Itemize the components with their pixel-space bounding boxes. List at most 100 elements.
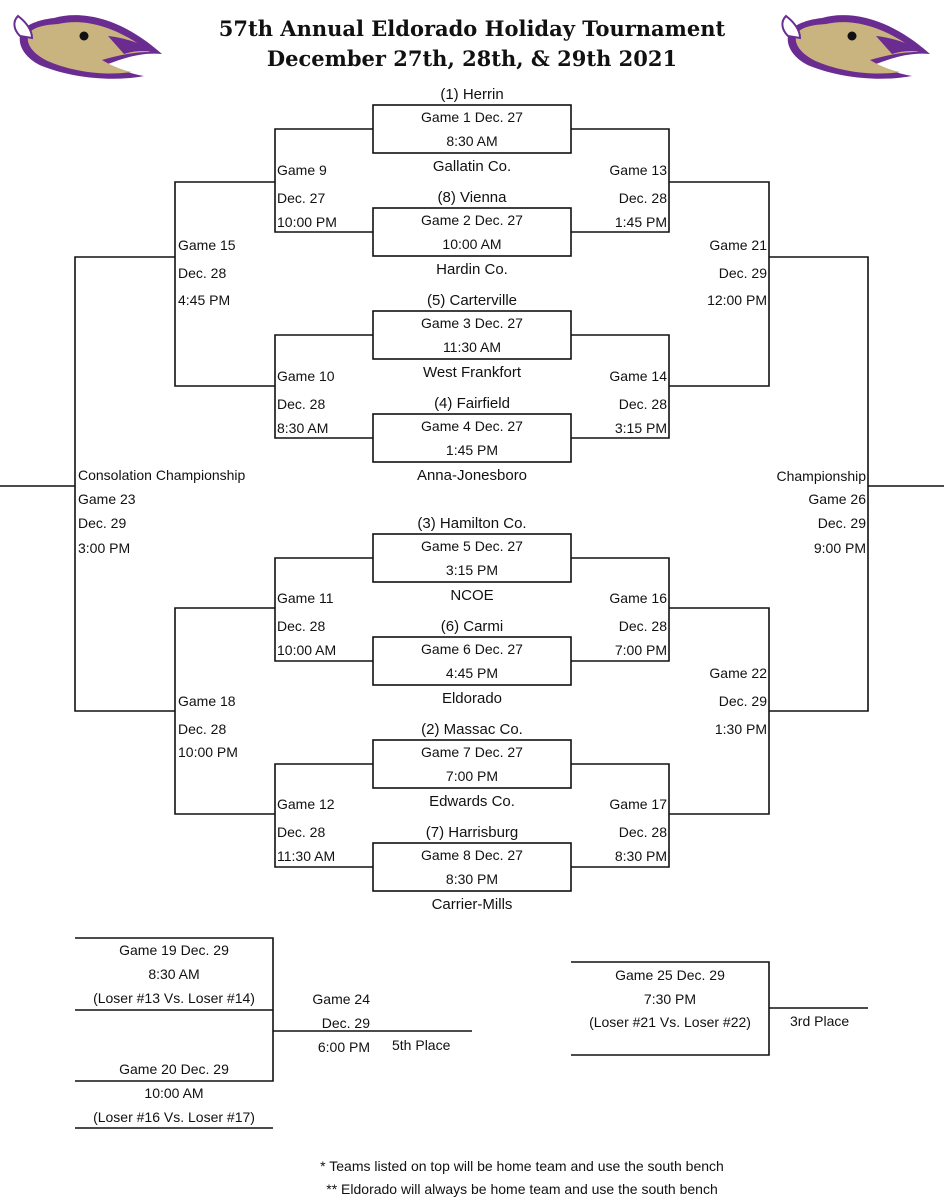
game-23-time: 3:00 PM (78, 540, 131, 556)
game-1-line2: 8:30 AM (446, 133, 498, 149)
game-11-bracket (274, 557, 373, 662)
game-11-time: 10:00 AM (277, 642, 337, 658)
game-5-line2: 3:15 PM (445, 562, 499, 578)
game-9-bracket (274, 128, 373, 233)
game-10-time: 8:30 AM (277, 420, 329, 436)
team-eldorado: Eldorado (441, 690, 503, 707)
game-19-line2: 8:30 AM (148, 966, 200, 982)
game-1-line1: Game 1 Dec. 27 (421, 109, 523, 125)
game-6-line2: 4:45 PM (445, 665, 499, 681)
game-18-bracket (174, 607, 275, 815)
game-17-bracket (571, 763, 670, 868)
team-west-frankfort: West Frankfort (422, 364, 522, 381)
game-20-line2: 10:00 AM (144, 1085, 204, 1101)
game-23-date: Dec. 29 (78, 515, 127, 531)
game-13-bracket (571, 128, 670, 233)
game-4-line2: 1:45 PM (445, 442, 499, 458)
game-21-time: 12:00 PM (707, 292, 767, 308)
game-11-date: Dec. 28 (277, 618, 326, 634)
footnote-eldorado: ** Eldorado will always be home team and… (326, 1181, 718, 1197)
game-9-date: Dec. 27 (277, 190, 326, 206)
team-carterville: (5) Carterville (426, 292, 517, 309)
team-herrin: (1) Herrin (440, 86, 504, 103)
game-14-label: Game 14 (609, 368, 667, 384)
game-3-line1: Game 3 Dec. 27 (421, 315, 523, 331)
game-17-label: Game 17 (609, 796, 667, 812)
game-14-time: 3:15 PM (614, 420, 667, 436)
game-16-label: Game 16 (609, 590, 667, 606)
game-25-line1: Game 25 Dec. 29 (615, 967, 725, 983)
team-vienna: (8) Vienna (437, 189, 507, 206)
game-5-line1: Game 5 Dec. 27 (421, 538, 523, 554)
game-3-line2: 11:30 AM (442, 339, 502, 355)
game-22-time: 1:30 PM (714, 721, 767, 737)
game-17-date: Dec. 28 (618, 824, 667, 840)
consolation-championship-title: Consolation Championship (78, 467, 246, 483)
game-12-label: Game 12 (277, 796, 335, 812)
page-title: 57th Annual Eldorado Holiday Tournament (218, 16, 726, 41)
game-16-bracket (571, 557, 670, 662)
game-9-time: 10:00 PM (277, 214, 337, 230)
game-4-line1: Game 4 Dec. 27 (421, 418, 523, 434)
game-26-time: 9:00 PM (813, 540, 866, 556)
team-massac-co: (2) Massac Co. (421, 721, 523, 738)
game-19-line1: Game 19 Dec. 29 (119, 942, 229, 958)
game-26-bracket (769, 256, 869, 712)
game-17-time: 8:30 PM (614, 848, 667, 864)
game-15-time: 4:45 PM (178, 292, 231, 308)
game-9-label: Game 9 (277, 162, 327, 178)
game-21-bracket (669, 181, 770, 387)
game-23-label: Game 23 (78, 491, 136, 507)
game-13-label: Game 13 (609, 162, 667, 178)
game-11-label: Game 11 (277, 590, 334, 606)
game-12-time: 11:30 AM (277, 848, 336, 864)
game-21-label: Game 21 (709, 237, 767, 253)
team-gallatin-co: Gallatin Co. (432, 158, 512, 175)
game-25-line3: (Loser #21 Vs. Loser #22) (589, 1014, 751, 1030)
fifth-place-label: 5th Place (392, 1037, 451, 1053)
game-21-date: Dec. 29 (718, 265, 767, 281)
game-18-label: Game 18 (178, 693, 236, 709)
game-12-bracket (274, 763, 373, 868)
game-6-line1: Game 6 Dec. 27 (421, 641, 523, 657)
game-22-label: Game 22 (709, 665, 767, 681)
game-2-line2: 10:00 AM (442, 236, 502, 252)
team-carmi: (6) Carmi (440, 618, 504, 635)
game-14-date: Dec. 28 (618, 396, 667, 412)
game-15-date: Dec. 28 (178, 265, 227, 281)
team-harrisburg: (7) Harrisburg (425, 824, 519, 841)
game-12-date: Dec. 28 (277, 824, 326, 840)
game-13-time: 1:45 PM (614, 214, 667, 230)
game-10-label: Game 10 (277, 368, 335, 384)
game-20-line1: Game 20 Dec. 29 (119, 1061, 229, 1077)
team-carrier-mills: Carrier-Mills (431, 896, 513, 913)
game-24-label: Game 24 (312, 991, 370, 1007)
game-2-line1: Game 2 Dec. 27 (421, 212, 523, 228)
game-18-time: 10:00 PM (178, 744, 238, 760)
game-15-bracket (174, 181, 275, 387)
game-7-line1: Game 7 Dec. 27 (421, 744, 523, 760)
team-hamilton-co: (3) Hamilton Co. (417, 515, 527, 532)
eagle-head-icon (781, 14, 930, 79)
championship-title: Championship (776, 468, 867, 484)
game-26-label: Game 26 (808, 491, 866, 507)
footnote-home-team: * Teams listed on top will be home team … (320, 1158, 724, 1174)
third-place-label: 3rd Place (790, 1013, 850, 1029)
game-16-date: Dec. 28 (618, 618, 667, 634)
team-fairfield: (4) Fairfield (434, 395, 510, 412)
eagle-head-icon (13, 14, 163, 79)
game-18-date: Dec. 28 (178, 721, 227, 737)
team-ncoe: NCOE (450, 587, 494, 604)
game-24-date: Dec. 29 (321, 1015, 370, 1031)
game-22-bracket (669, 607, 770, 815)
team-anna-jonesboro: Anna-Jonesboro (416, 467, 528, 484)
team-edwards-co: Edwards Co. (429, 793, 515, 810)
team-hardin-co: Hardin Co. (436, 261, 508, 278)
game-8-line2: 8:30 PM (445, 871, 499, 887)
game-16-time: 7:00 PM (614, 642, 667, 658)
game-13-date: Dec. 28 (618, 190, 667, 206)
game-19-line3: (Loser #13 Vs. Loser #14) (93, 990, 255, 1006)
game-10-date: Dec. 28 (277, 396, 326, 412)
game-15-label: Game 15 (178, 237, 236, 253)
